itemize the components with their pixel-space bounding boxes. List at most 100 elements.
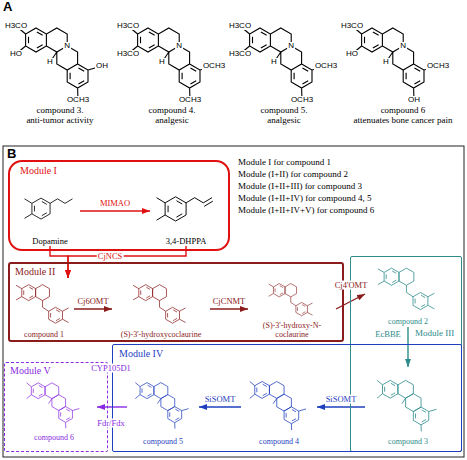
structure-drawing xyxy=(11,371,97,434)
compound-name: (S)-3'-hydroxycoclaurine xyxy=(112,331,210,340)
compound-name: compound 3. xyxy=(6,106,114,116)
atom-label: OCH3 xyxy=(178,96,202,104)
compound-name: (S)-3'-hydroxy-N-coclaurine xyxy=(248,322,336,340)
compound-node: (S)-3'-hydroxycoclaurine xyxy=(112,278,210,340)
compound-name: compound 6 xyxy=(11,434,97,443)
atom-label: HO xyxy=(345,50,359,58)
atom-label: H3CO xyxy=(4,22,28,30)
molecule-skeleton xyxy=(25,198,73,219)
atom-label: N xyxy=(175,42,183,50)
molecule-skeleton xyxy=(377,380,436,431)
compound-name: compound 5. xyxy=(230,106,338,116)
atom-label: H3CO xyxy=(116,22,140,30)
reaction-arrow xyxy=(199,406,241,407)
atom-label: OCH3 xyxy=(66,96,90,104)
molecule-skeleton xyxy=(133,285,186,324)
atom-label: H xyxy=(46,58,54,66)
structure-drawing xyxy=(365,367,451,438)
atom-label: OCH3 xyxy=(202,62,226,70)
structure-drawing xyxy=(20,176,80,237)
enzyme-label: EcBBE xyxy=(374,330,402,339)
compound-node: compound 2 xyxy=(365,261,451,327)
enzyme-label: CYP105D1 xyxy=(90,364,132,373)
module-box: compound 1 (S)-3'-hydroxycoclaurine (S)-3'… xyxy=(8,262,344,342)
cofactor-label: Fdr/Fdx xyxy=(96,419,125,428)
reaction-arrow xyxy=(407,327,408,367)
compound-name: 3,4-DHPPA xyxy=(150,237,222,246)
activity-note: anti-tumor activity xyxy=(6,116,114,126)
enzyme-label: Cj6OMT xyxy=(76,297,109,306)
atom-label: HO xyxy=(9,50,23,58)
molecule-skeleton xyxy=(157,197,213,221)
reaction-arrow xyxy=(317,406,365,407)
module-note: Module (I+II) for compound 2 xyxy=(238,170,348,180)
enzyme-label: SiSOMT xyxy=(325,395,358,404)
enzyme-label: Cj4'OMT xyxy=(334,281,369,290)
compound-node: (S)-3'-hydroxy-N-coclaurine xyxy=(248,278,336,340)
module-note: Module (I+II+III) for compound 3 xyxy=(238,182,362,192)
structure-drawing xyxy=(127,367,199,438)
atom-label: N xyxy=(399,42,407,50)
atom-label: N xyxy=(63,42,71,50)
compound-node: compound 5 xyxy=(127,367,199,447)
compound-name: compound 4. xyxy=(118,106,226,116)
module-note: Module (I+II+IV) for compound 4, 5 xyxy=(238,194,372,204)
enzyme-label: CjCNMT xyxy=(212,297,247,306)
panel-letter: B xyxy=(7,147,16,161)
atom-label: N xyxy=(287,42,295,50)
module-title: Module I xyxy=(20,165,57,176)
reaction-arrow xyxy=(74,308,112,309)
atom-label: OH xyxy=(95,62,109,70)
compound-node: 3,4-DHPPA xyxy=(150,176,222,246)
reaction-arrow xyxy=(210,308,248,309)
module-title: Module IV xyxy=(119,348,163,359)
enzyme-label: CjNCS xyxy=(97,252,124,261)
module-box: compound 4 compound 5 Module IV xyxy=(112,344,462,452)
molecule-skeleton xyxy=(16,26,102,100)
compound-name: Dopamine xyxy=(20,237,80,246)
module-note: Module (I+II+IV+V) for compound 6 xyxy=(238,206,374,216)
atom-label: OCH3 xyxy=(314,62,338,70)
panel-frame xyxy=(3,146,464,457)
compound-node: compound 1 xyxy=(14,278,74,340)
compound-node: compound 6 xyxy=(11,371,97,443)
atom-label: H3CO xyxy=(116,50,140,58)
enzyme-label: MIMAO xyxy=(99,199,131,208)
structure-drawing xyxy=(241,367,317,438)
atom-label: H3CO xyxy=(228,22,252,30)
compound-name: compound 2 xyxy=(365,318,451,327)
compound-name: compound 4 xyxy=(241,438,317,447)
compound-node: compound 3 xyxy=(365,367,451,447)
module-note: Module I for compound 1 xyxy=(238,158,331,168)
activity-note: attenuates bone cancer pain xyxy=(342,116,464,126)
compound-name: compound 5 xyxy=(127,438,199,447)
compound-node: compound 4 xyxy=(241,367,317,447)
module-title: Module III xyxy=(415,329,454,339)
molecule-skeleton xyxy=(135,383,188,429)
atom-label: OCH3 xyxy=(426,62,450,70)
atom-label: OH xyxy=(407,96,421,104)
structure-drawing xyxy=(112,278,210,331)
compound-name: compound 3 xyxy=(365,438,451,447)
atom-label: H3CO xyxy=(228,50,252,58)
structure-drawing xyxy=(365,261,451,318)
molecule-skeleton xyxy=(27,383,80,428)
compound-name: compound 1 xyxy=(14,331,74,340)
atom-label: OCH3 xyxy=(290,96,314,104)
enzyme-label: SiSOMT xyxy=(204,395,237,404)
molecule-skeleton xyxy=(250,381,306,430)
structure-drawing xyxy=(248,278,336,322)
structure-drawing xyxy=(14,278,74,331)
atom-label: H xyxy=(158,58,166,66)
atom-label: H xyxy=(382,58,390,66)
compound-name: compound 6 xyxy=(342,106,464,116)
activity-note: analgesic xyxy=(230,116,338,126)
module-box: compound 6Module V xyxy=(4,362,108,452)
compound-node: Dopamine xyxy=(20,176,80,246)
